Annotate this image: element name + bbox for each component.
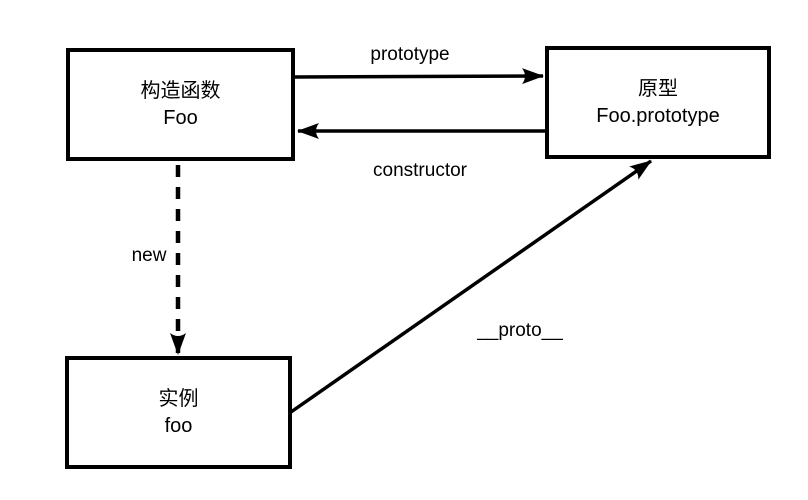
node-title: 原型 <box>638 77 678 100</box>
node-instance: 实例 foo <box>65 356 292 469</box>
edge-label-new: new <box>129 245 169 267</box>
node-subtitle: Foo <box>163 106 198 129</box>
node-subtitle: foo <box>164 414 193 437</box>
node-constructor-function: 构造函数 Foo <box>66 48 295 161</box>
prototype-arrow <box>292 68 544 85</box>
node-title: 构造函数 <box>140 79 221 102</box>
edge-label-constructor: constructor <box>371 160 469 182</box>
proto-arrow <box>289 159 653 414</box>
node-title: 实例 <box>158 387 199 410</box>
node-subtitle: Foo.prototype <box>596 104 720 127</box>
node-prototype-object: 原型 Foo.prototype <box>545 46 771 159</box>
edge-label-prototype: prototype <box>368 44 452 66</box>
edge-label-proto: __proto__ <box>475 320 565 342</box>
